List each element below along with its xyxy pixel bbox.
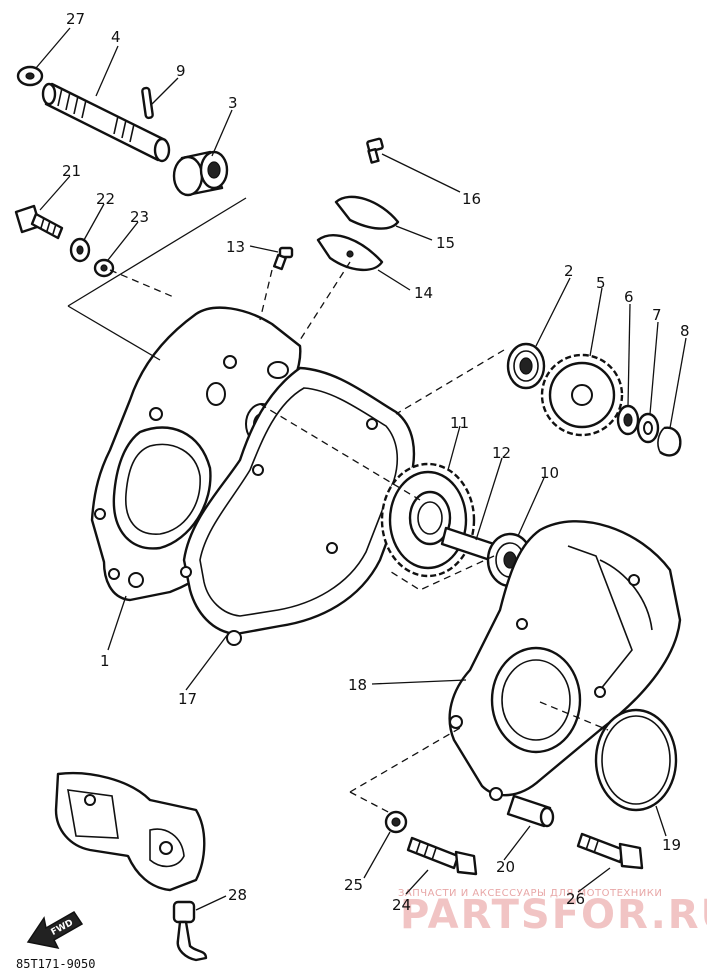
label-7: 7: [652, 306, 662, 324]
watermark-tagline: ЗАПЧАСТИ И АКСЕССУАРЫ ДЛЯ МОТОТЕХНИКИ: [398, 888, 662, 899]
label-3: 3: [228, 94, 238, 112]
part-21-bolt: [14, 204, 64, 240]
label-8: 8: [680, 322, 690, 340]
part-23-washer: [93, 258, 115, 278]
label-12: 12: [492, 444, 511, 462]
part-17-gasket: [180, 366, 416, 646]
watermark: ЗАПЧАСТИ И АКСЕССУАРЫ ДЛЯ МОТОТЕХНИКИ PA…: [398, 888, 707, 938]
label-24: 24: [392, 896, 411, 914]
part-24-bolt: [406, 836, 478, 876]
label-23: 23: [130, 208, 149, 226]
part-3-bushing: [172, 150, 229, 197]
part-14-cover-plate: [316, 234, 384, 271]
label-13: 13: [226, 238, 245, 256]
part-number-labels: 27 4 9 3 21 22 23 16 15 13 14 2 5 6 7 8 …: [62, 10, 690, 914]
label-17: 17: [178, 690, 197, 708]
part-6-washer: [616, 404, 640, 436]
label-25: 25: [344, 876, 363, 894]
label-14: 14: [414, 284, 433, 302]
part-1-gear-case: [90, 306, 302, 602]
part-22-washer: [69, 237, 91, 263]
label-22: 22: [96, 190, 115, 208]
forward-direction-arrow-icon: FWD: [26, 911, 84, 950]
label-10: 10: [540, 464, 559, 482]
label-27: 27: [66, 10, 85, 28]
leader-lines: [35, 27, 687, 911]
part-18-cover: [448, 520, 682, 801]
label-28: 28: [228, 886, 247, 904]
part-13-screw: [272, 246, 294, 271]
label-15: 15: [436, 234, 455, 252]
label-5: 5: [596, 274, 606, 292]
part-25-washer: [384, 810, 408, 834]
diagram-code: 85T171-9050: [16, 957, 95, 971]
label-16: 16: [462, 190, 481, 208]
part-5-sprocket: [540, 353, 624, 437]
inset-engine-case: [54, 771, 206, 892]
label-9: 9: [176, 62, 186, 80]
label-21: 21: [62, 162, 81, 180]
part-7-washer: [636, 412, 660, 444]
part-2-bearing: [506, 342, 546, 390]
part-28-fitting: [172, 900, 208, 962]
watermark-site: PARTSFOR.RU: [400, 892, 707, 938]
part-15-gasket: [334, 195, 400, 230]
label-20: 20: [496, 858, 515, 876]
label-6: 6: [624, 288, 634, 306]
part-19-o-ring: [594, 708, 678, 812]
part-4-shaft: [41, 82, 171, 163]
part-27-washer: [16, 65, 44, 87]
label-1: 1: [100, 652, 110, 670]
part-8-circlip: [657, 426, 682, 457]
label-2: 2: [564, 262, 574, 280]
part-16-screw: [366, 137, 384, 164]
part-9-pin: [141, 86, 154, 120]
label-11: 11: [450, 414, 469, 432]
label-18: 18: [348, 676, 367, 694]
label-4: 4: [111, 28, 121, 46]
alignment-lines: [67, 197, 609, 815]
label-19: 19: [662, 836, 681, 854]
part-11-gear: [380, 462, 476, 578]
part-26-bolt: [576, 832, 644, 870]
label-26: 26: [566, 890, 585, 908]
part-20-dowel: [506, 794, 555, 828]
